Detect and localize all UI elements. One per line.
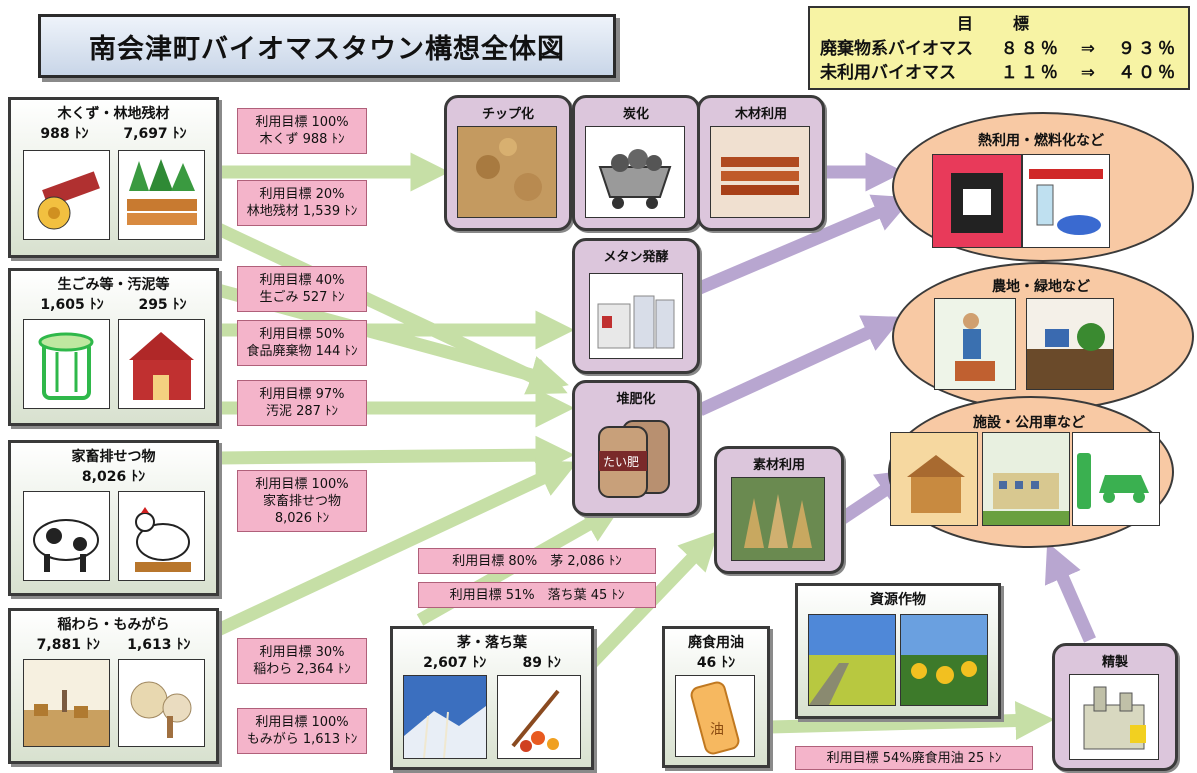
source-quantity: 2,607 ﾄﾝ (423, 655, 487, 671)
goal-label: 未利用バイオマス (820, 62, 956, 83)
arrow-compost-to-farm (697, 315, 903, 416)
goal-label: 廃棄物系バイオマス (820, 38, 973, 59)
public-facility-image (982, 432, 1070, 526)
source-resource-crop: 資源作物 (795, 583, 1001, 719)
source-quantity: 1,613 ﾄﾝ (127, 637, 191, 653)
target-label-food-waste: 利用目標 50%食品廃棄物 144 ﾄﾝ (237, 320, 367, 366)
forest-residue-image (118, 150, 205, 240)
source-quantity: 8,026 ﾄﾝ (81, 469, 146, 485)
goal-panel: 目 標 廃棄物系バイオマス ８８％ ⇒ ９３％ 未利用バイオマス １１％ ⇒ ４… (808, 6, 1190, 90)
sunflower-image (900, 614, 988, 706)
source-title: 資源作物 (870, 592, 926, 608)
goal-value: ８８％ ⇒ ９３％ (1000, 38, 1178, 59)
source-quantity: 295 ﾄﾝ (138, 297, 187, 313)
process-compost: 堆肥化 たい肥 (572, 380, 700, 516)
target-label-leaves: 利用目標 51% 落ち葉 45 ﾄﾝ (418, 582, 656, 608)
source-straw: 稲わら・もみがら 7,881 ﾄﾝ 1,613 ﾄﾝ (8, 608, 219, 764)
target-label-forest-residue: 利用目標 20%林地残材 1,539 ﾄﾝ (237, 180, 367, 226)
reed-image (403, 675, 487, 759)
garbage-bin-image (23, 319, 110, 409)
fallen-leaves-image (497, 675, 581, 759)
farmer-image (934, 298, 1016, 390)
straw-field-image (23, 659, 110, 747)
source-livestock: 家畜排せつ物 8,026 ﾄﾝ (8, 440, 219, 596)
target-label-reed: 利用目標 80% 茅 2,086 ﾄﾝ (418, 548, 656, 574)
source-quantity: 7,881 ﾄﾝ (36, 637, 100, 653)
arrow-methane-to-heat (692, 194, 913, 296)
cow-image (23, 491, 110, 581)
process-chip: チップ化 (444, 95, 572, 231)
straw-stacks-image (731, 477, 825, 561)
target-label-rice-husk: 利用目標 100%もみがら 1,613 ﾄﾝ (237, 708, 367, 754)
goal-row-unused: 未利用バイオマス １１％ ⇒ ４０％ (810, 58, 1188, 83)
source-quantity: 988 ﾄﾝ (40, 126, 89, 142)
process-lumber: 木材利用 (697, 95, 825, 231)
oil-bottle-label: 油 (710, 722, 724, 738)
goal-value: １１％ ⇒ ４０％ (1000, 62, 1178, 83)
process-methane: メタン発酵 (572, 238, 700, 374)
process-title: 炭化 (622, 107, 649, 122)
target-label-sludge: 利用目標 97%汚泥 287 ﾄﾝ (237, 380, 367, 426)
arrow-oil-to-refine (769, 701, 1055, 741)
source-title: 茅・落ち葉 (457, 635, 527, 651)
arrow-livestock-to-compost (217, 435, 575, 475)
target-label-waste-oil: 利用目標 54%廃食用油 25 ﾄﾝ (795, 746, 1033, 770)
use-facility-title: 施設・公用車など (973, 415, 1085, 431)
boiler-image (932, 154, 1022, 248)
chicken-image (118, 491, 205, 581)
green-land-image (1026, 298, 1114, 390)
source-title: 生ごみ等・汚泥等 (57, 277, 170, 293)
wood-chips-image (23, 150, 110, 240)
process-carbonization: 炭化 (572, 95, 700, 231)
process-title: メタン発酵 (603, 250, 669, 265)
source-quantity: 46 ﾄﾝ (696, 655, 736, 671)
source-title: 廃食用油 (688, 635, 744, 651)
page-title: 南会津町バイオマスタウン構想全体図 (38, 14, 616, 78)
goal-heading: 目 標 (956, 14, 1041, 33)
goal-row-waste: 廃棄物系バイオマス ８８％ ⇒ ９３％ (810, 34, 1188, 59)
process-refine: 精製 (1052, 643, 1178, 771)
process-title: 素材利用 (752, 458, 805, 473)
process-material: 素材利用 (714, 446, 844, 574)
source-food: 生ごみ等・汚泥等 1,605 ﾄﾝ 295 ﾄﾝ (8, 268, 219, 426)
target-label-woodchips: 利用目標 100%木くず 988 ﾄﾝ (237, 108, 367, 154)
barn-image (118, 319, 205, 409)
wood-chip-pile-image (457, 126, 557, 218)
building-image (890, 432, 978, 526)
process-title: 精製 (1101, 655, 1128, 670)
source-title: 家畜排せつ物 (71, 449, 156, 465)
methane-plant-image (589, 273, 683, 359)
rice-husk-image (118, 659, 205, 747)
target-label-garbage: 利用目標 40%生ごみ 527 ﾄﾝ (237, 266, 367, 312)
refinery-image (1069, 674, 1159, 760)
arrow-straw-to-compost (215, 460, 578, 636)
coal-cart-image (585, 126, 685, 218)
process-title: 木材利用 (734, 107, 787, 122)
process-title: チップ化 (481, 107, 534, 122)
lumber-image (710, 126, 810, 218)
process-title: 堆肥化 (616, 392, 656, 407)
compost-bag-label: たい肥 (603, 455, 639, 469)
compost-bag-image: たい肥 (589, 415, 681, 501)
source-quantity: 89 ﾄﾝ (522, 655, 561, 671)
use-farm-title: 農地・緑地など (992, 279, 1090, 295)
source-reed-leaves: 茅・落ち葉 2,607 ﾄﾝ 89 ﾄﾝ (390, 626, 594, 770)
source-quantity: 1,605 ﾄﾝ (40, 297, 104, 313)
source-title: 稲わら・もみがら (57, 617, 170, 633)
crop-field-image (808, 614, 896, 706)
source-wood: 木くず・林地残材 988 ﾄﾝ 7,697 ﾄﾝ (8, 97, 219, 258)
source-quantity: 7,697 ﾄﾝ (123, 126, 187, 142)
target-label-rice-straw: 利用目標 30%稲わら 2,364 ﾄﾝ (237, 638, 367, 684)
use-heat-title: 熱利用・燃料化など (978, 133, 1104, 149)
source-waste-oil: 廃食用油 46 ﾄﾝ 油 (662, 626, 770, 768)
eco-car-image (1072, 432, 1160, 526)
source-title: 木くず・林地残材 (57, 106, 170, 122)
oil-bottle-image: 油 (675, 675, 755, 757)
arrow-refine-to-facility (1044, 542, 1096, 643)
gas-station-image (1022, 154, 1110, 248)
